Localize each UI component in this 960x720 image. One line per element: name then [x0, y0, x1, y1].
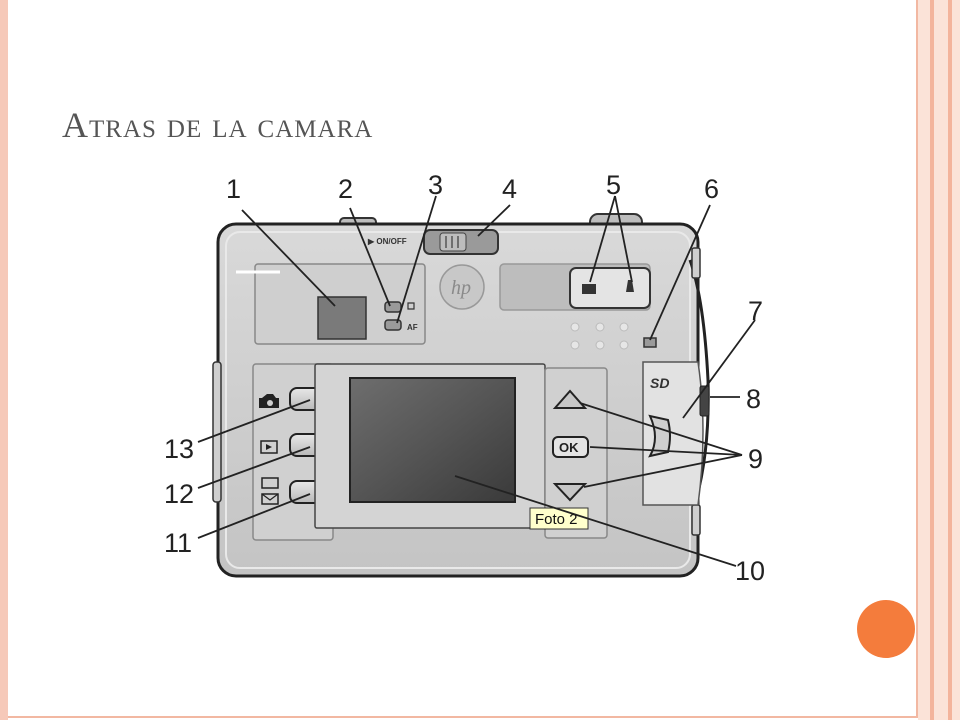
- hp-logo-icon: [439, 264, 485, 310]
- viewfinder-window: [317, 296, 367, 340]
- camera-mode-icon-lens: [267, 400, 273, 406]
- camera-back-diagram: AF ▶ ON/OFF hp OK SD F: [164, 170, 765, 585]
- slide-left-border: [0, 0, 8, 720]
- playback-icon: [260, 440, 278, 454]
- side-latch-bottom: [691, 504, 701, 536]
- callout-1: 1: [226, 174, 241, 204]
- af-label: AF: [407, 323, 418, 332]
- decor-stripe: [934, 0, 948, 720]
- decor-stripe: [952, 0, 960, 720]
- side-latch-top: [691, 247, 701, 279]
- playback-icon-triangle: [266, 444, 272, 450]
- ok-button: [552, 436, 589, 458]
- zoom-tele-icon: [626, 280, 634, 292]
- zoom-wide-icon: [582, 284, 596, 294]
- side-strap-left: [212, 361, 222, 503]
- hp-logo-text: hp: [451, 277, 471, 299]
- decor-stripe: [918, 0, 930, 720]
- callout-13: 13: [164, 434, 194, 464]
- callout-3: 3: [428, 170, 443, 200]
- down-arrow-button: [552, 483, 588, 502]
- speaker-grille: [570, 322, 629, 350]
- led-indicator-2: [384, 301, 402, 313]
- email-icon-flap: [261, 493, 279, 501]
- callout-leader-lines: [197, 195, 756, 567]
- callout-5: 5: [606, 170, 621, 200]
- callout-7: 7: [748, 296, 763, 326]
- foto-label: Foto 2: [535, 511, 578, 528]
- camera-side-grip: [688, 259, 710, 501]
- callout-9: 9: [748, 444, 763, 474]
- callout-12: 12: [164, 479, 194, 509]
- usb-port: [699, 385, 710, 417]
- power-switch-knob: [439, 232, 467, 252]
- zoom-rocker: [569, 267, 651, 309]
- lcd-screen: [349, 377, 516, 503]
- callout-8: 8: [746, 384, 761, 414]
- decor-stripe: [948, 0, 952, 720]
- orange-circle-decoration: [857, 600, 915, 658]
- callout-11: 11: [164, 528, 192, 558]
- flash-mini-icon: [407, 302, 415, 310]
- callout-6: 6: [704, 174, 719, 204]
- share-icon: [261, 477, 279, 489]
- callout-2: 2: [338, 174, 353, 204]
- up-arrow-button: [552, 389, 588, 409]
- sd-card-label: SD: [650, 375, 669, 391]
- callout-4: 4: [502, 174, 517, 204]
- led-indicator-3: [384, 319, 402, 331]
- decor-stripe: [930, 0, 934, 720]
- email-icon: [261, 493, 279, 505]
- callout-10: 10: [735, 556, 765, 585]
- slide-frame: [8, 0, 918, 718]
- ok-button-label: OK: [559, 440, 579, 455]
- on-off-label: ▶ ON/OFF: [367, 237, 407, 246]
- slide-title: Atras de la camara: [62, 105, 374, 145]
